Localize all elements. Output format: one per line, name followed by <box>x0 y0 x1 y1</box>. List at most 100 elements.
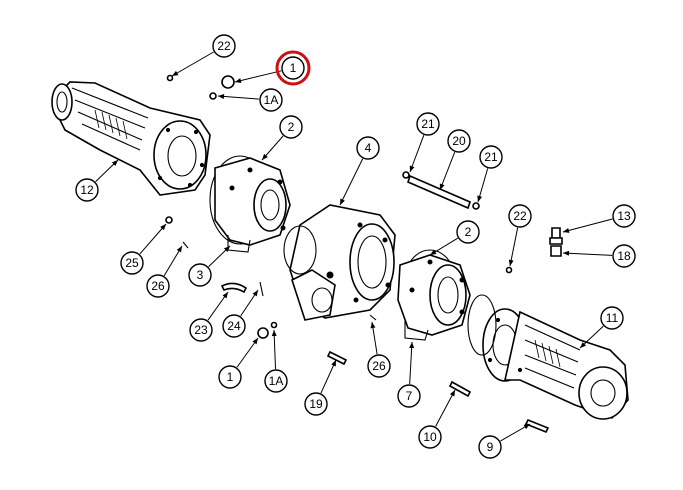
callout-arrowhead-1A <box>218 93 225 99</box>
callout-bubble <box>508 204 532 228</box>
callout-leader-1 <box>234 70 282 83</box>
callout-arrowhead-23 <box>222 292 228 299</box>
callout-arrowhead-2 <box>262 153 268 160</box>
callout-number: 1A <box>264 93 279 107</box>
callout-10: 10 <box>418 425 442 449</box>
callout-arrowhead-10 <box>449 390 455 397</box>
callout-bubble <box>75 178 99 202</box>
callout-bubble <box>188 263 212 287</box>
callout-arrowhead-22 <box>508 259 514 266</box>
callout-number: 11 <box>606 311 619 325</box>
callout-leader-22 <box>171 51 214 77</box>
callout-bubble <box>264 369 288 393</box>
callout-bubble <box>416 112 440 136</box>
callout-number: 12 <box>80 183 94 197</box>
callout-arrowhead-18 <box>563 250 570 256</box>
callout-bubble <box>304 392 328 416</box>
callout-leader-10 <box>435 389 456 427</box>
callout-arrowhead-7 <box>409 342 415 349</box>
callout-number: 20 <box>452 134 466 148</box>
right-axle-housing-11 <box>482 308 629 420</box>
callout-number: 2 <box>288 120 295 134</box>
callout-number: 18 <box>617 249 631 263</box>
callout-leader-lines <box>95 51 613 442</box>
callout-bubble <box>259 88 283 112</box>
callout-arrowhead-12 <box>111 160 118 166</box>
callout-leader-7 <box>409 341 413 385</box>
callout-arrowhead-1 <box>252 338 258 345</box>
callout-leader-19 <box>320 359 337 394</box>
right-carrier-7 <box>397 249 471 341</box>
callout-1: 1 <box>218 365 242 389</box>
callout-number: 3 <box>197 268 204 282</box>
callout-leader-20 <box>439 152 456 191</box>
callout-arrowhead-26 <box>370 322 376 329</box>
callout-2: 2 <box>456 220 480 244</box>
callout-1A: 1A <box>259 88 283 112</box>
callout-1: 1 <box>275 50 311 86</box>
misc-bolts <box>165 216 550 434</box>
callout-3: 3 <box>188 263 212 287</box>
callout-bubble <box>397 384 421 408</box>
callout-leader-1A <box>217 95 260 100</box>
left-carrier-3 <box>209 155 291 253</box>
callout-number: 1 <box>227 370 234 384</box>
callout-arrowhead-1A <box>271 330 277 337</box>
callout-number: 21 <box>421 117 435 131</box>
callout-22: 22 <box>212 34 236 58</box>
callout-number: 19 <box>309 397 323 411</box>
callout-arrowhead-21 <box>477 195 483 202</box>
callout-number: 26 <box>372 359 386 373</box>
callout-bubble <box>447 129 471 153</box>
callout-number: 22 <box>513 209 527 223</box>
callout-arrowhead-22 <box>172 70 179 76</box>
callout-number: 1A <box>269 374 284 388</box>
callout-number: 10 <box>423 430 437 444</box>
callout-bubble <box>189 318 213 342</box>
callout-2: 2 <box>279 115 303 139</box>
fittings-13-18 <box>549 227 563 257</box>
callout-bubble <box>212 34 236 58</box>
callout-11: 11 <box>600 306 624 330</box>
callout-arrowhead-13 <box>563 228 570 233</box>
callout-number: 9 <box>487 440 494 454</box>
callout-26: 26 <box>367 354 391 378</box>
callout-20: 20 <box>447 129 471 153</box>
callout-21: 21 <box>416 112 440 136</box>
callout-22: 22 <box>508 204 532 228</box>
callout-leader-1A <box>273 329 277 370</box>
highlight-ring <box>275 50 311 86</box>
callout-number: 2 <box>465 225 472 239</box>
callout-bubble <box>279 115 303 139</box>
callout-number: 24 <box>227 319 241 333</box>
callout-21: 21 <box>479 145 503 169</box>
callout-18: 18 <box>612 244 636 268</box>
small-hardware-top <box>166 74 235 100</box>
callout-arrowhead-2 <box>430 249 437 255</box>
callout-leader-21 <box>409 135 425 173</box>
callout-19: 19 <box>304 392 328 416</box>
callout-arrowhead-21 <box>409 165 415 172</box>
callout-leader-25 <box>139 223 167 255</box>
callout-bubble <box>367 354 391 378</box>
callout-1A: 1A <box>264 369 288 393</box>
callout-24: 24 <box>222 314 246 338</box>
callout-arrowhead-20 <box>439 183 445 190</box>
callout-bubble <box>600 306 624 330</box>
callout-bubble <box>222 314 246 338</box>
callout-bubble <box>218 365 242 389</box>
callout-arrowhead-26 <box>176 246 182 253</box>
callout-leader-22 <box>509 227 519 267</box>
callout-bubble <box>356 136 380 160</box>
callout-bubble <box>418 425 442 449</box>
callout-leader-18 <box>562 252 613 256</box>
callout-number: 25 <box>125 256 139 270</box>
callout-arrowhead-24 <box>252 290 258 297</box>
callout-bubble <box>479 145 503 169</box>
callout-leader-1 <box>236 337 259 368</box>
left-axle-housing-12 <box>51 81 211 196</box>
callout-bubble <box>478 435 502 459</box>
